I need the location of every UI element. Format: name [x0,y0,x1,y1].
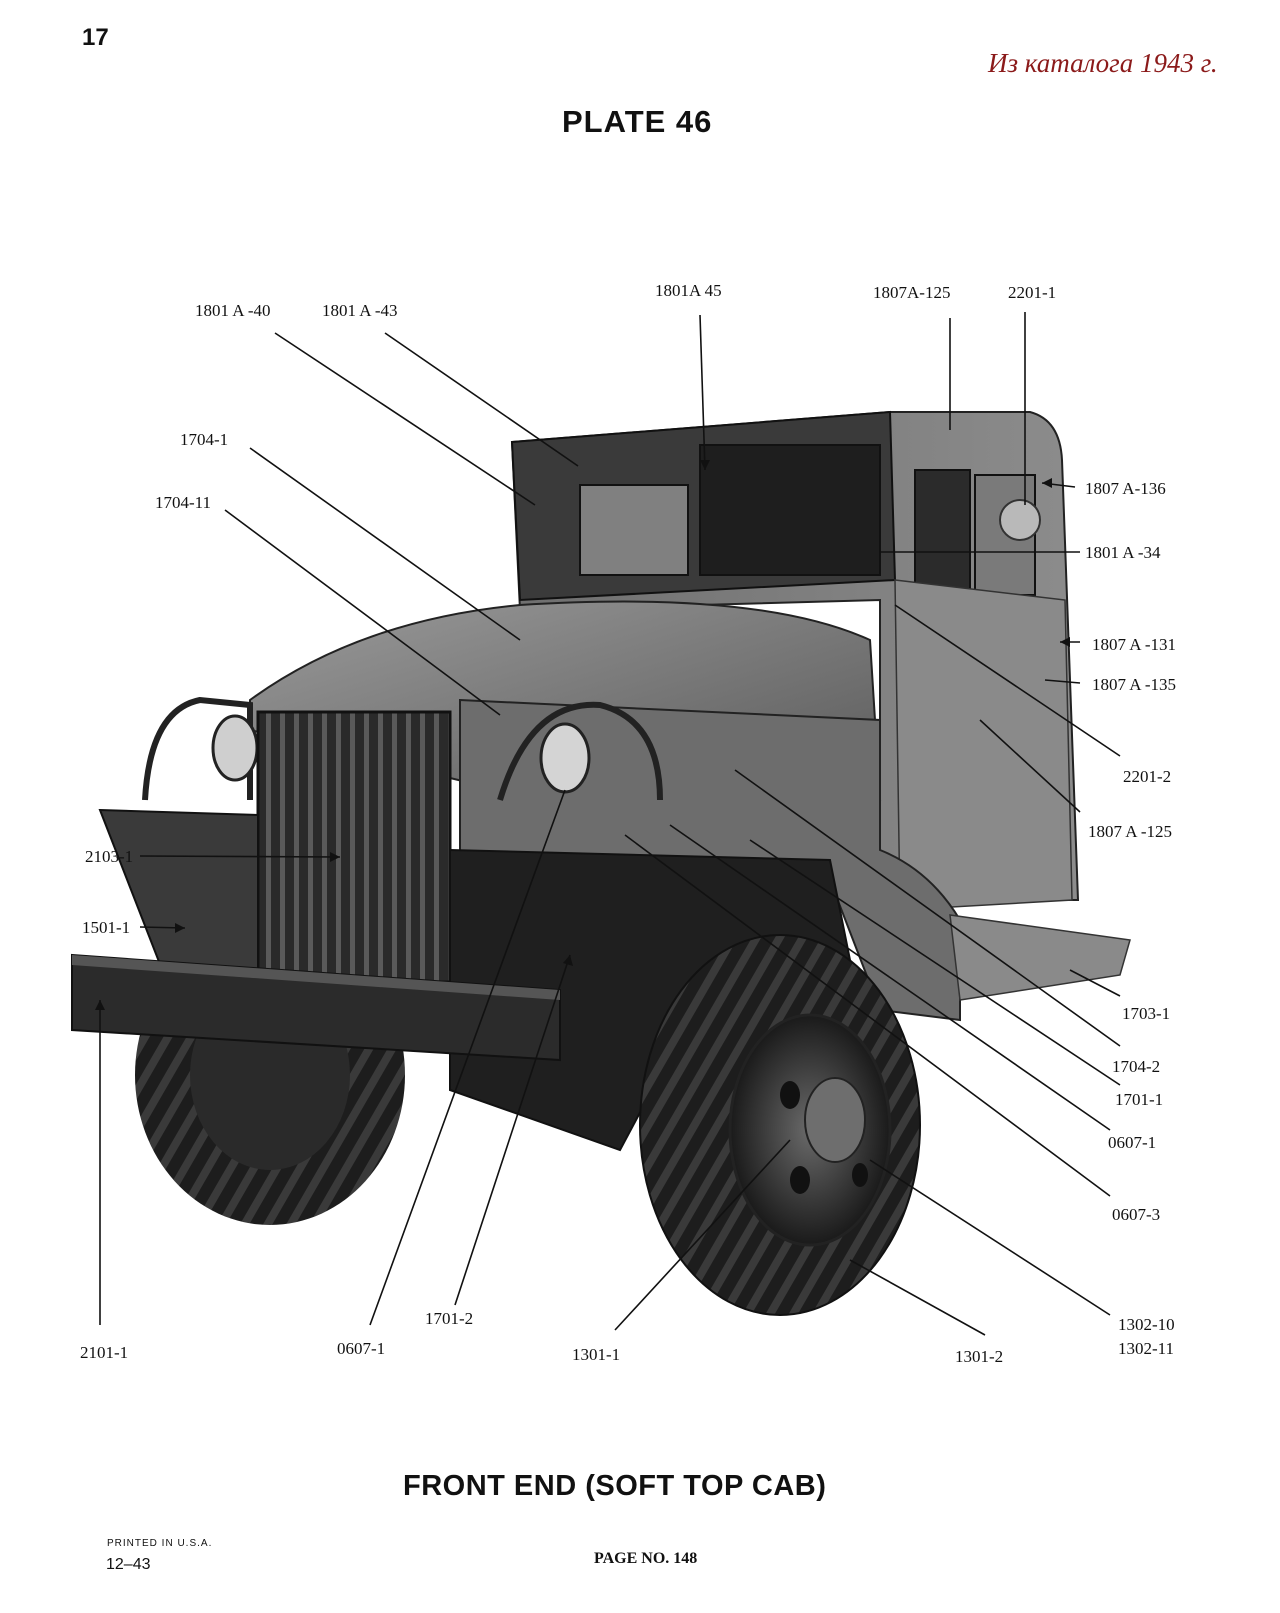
label-1701-2: 1701-2 [425,1309,473,1328]
label-1807a-125-side: 1807 A -125 [1088,822,1172,841]
soft-top-cab [510,410,1080,911]
label-1704-2: 1704-2 [1112,1057,1160,1076]
brush-guard [142,696,663,801]
label-1301-1: 1301-1 [572,1345,620,1364]
label-2101-1: 2101-1 [80,1343,128,1362]
label-1302-10: 1302-10 [1118,1315,1175,1334]
label-2201-1: 2201-1 [1008,283,1056,302]
radiator-grille [256,710,452,984]
label-1801a-40: 1801 A -40 [195,301,271,320]
page-no: PAGE NO. 148 [594,1550,698,1567]
leader-lines [99,312,1121,1336]
label-1703-1: 1703-1 [1122,1004,1170,1023]
label-1801a-45: 1801A 45 [655,281,722,300]
label-1301-2: 1301-2 [955,1347,1003,1366]
label-0607-1-bottom: 0607-1 [337,1339,385,1358]
plate-title: PLATE 46 [562,104,713,139]
label-2103-1: 2103-1 [85,847,133,866]
leader-arrows [95,460,1070,1010]
label-2201-2: 2201-2 [1123,767,1171,786]
label-1807a-136: 1807 A-136 [1085,479,1166,498]
right-headlight [539,722,591,794]
figure-caption: FRONT END (SOFT TOP CAB) [403,1470,827,1502]
printed-notice: PRINTED IN U.S.A. [107,1538,213,1549]
page-number: 17 [82,24,109,51]
label-1704-11: 1704-11 [155,493,211,512]
print-date: 12–43 [106,1556,151,1573]
label-1704-1: 1704-1 [180,430,228,449]
label-1501-1: 1501-1 [82,918,130,937]
label-0607-3: 0607-3 [1112,1205,1160,1224]
label-1807a-125-top: 1807A-125 [873,283,950,302]
label-1807a-135: 1807 A -135 [1092,675,1176,694]
label-1807a-131: 1807 A -131 [1092,635,1176,654]
label-0607-1-right: 0607-1 [1108,1133,1156,1152]
bumper-top-edge [72,955,560,1000]
front-right-wheel [639,934,921,1316]
label-1302-11: 1302-11 [1118,1339,1174,1358]
label-1801a-34: 1801 A -34 [1085,543,1161,562]
left-headlight [211,714,259,782]
label-1701-1: 1701-1 [1115,1090,1163,1109]
catalog-note: Из каталога 1943 г. [988,48,1218,78]
part-labels: 1801 A -40 1801 A -43 1801A 45 1807A-125… [80,281,1176,1366]
label-1801a-43: 1801 A -43 [322,301,398,320]
